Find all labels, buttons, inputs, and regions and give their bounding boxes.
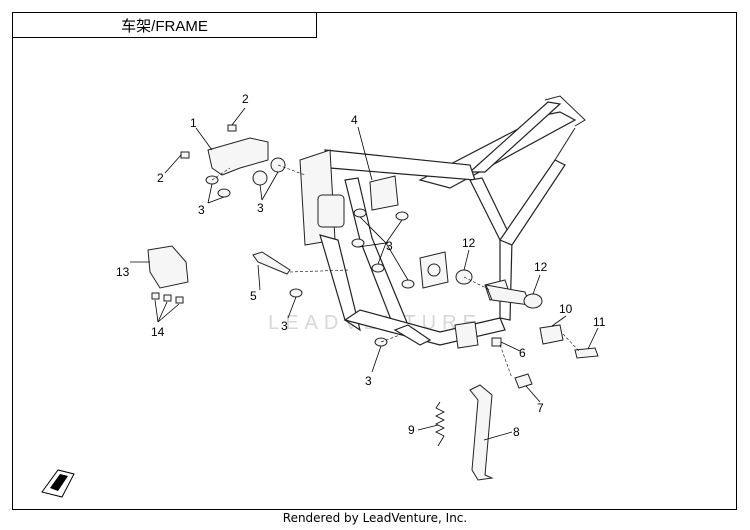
part-6-nut	[491, 337, 502, 347]
callout-3: 3	[257, 201, 264, 215]
callout-12: 12	[462, 236, 476, 250]
callout-5: 5	[250, 289, 257, 303]
callout-3: 3	[281, 319, 288, 333]
part-5-bolt	[252, 251, 291, 275]
part-8-side-stand	[469, 384, 494, 481]
part-12-cap	[523, 293, 543, 309]
callout-14: 14	[151, 325, 165, 339]
part-3-grommet-g	[351, 238, 365, 248]
frame-assembly	[299, 95, 586, 349]
callout-6: 6	[519, 346, 526, 360]
callout-4: 4	[351, 113, 358, 127]
callout-3: 3	[386, 239, 393, 253]
callout-10: 10	[559, 302, 573, 316]
callout-13: 13	[116, 265, 130, 279]
callout-9: 9	[408, 423, 415, 437]
part-10-pivot	[539, 324, 564, 345]
part-3-grommet-c	[252, 170, 268, 186]
part-2-bolt-b	[180, 151, 190, 159]
callout-8: 8	[513, 425, 520, 439]
part-3-grommet-h	[371, 263, 385, 273]
part-7-bolt	[514, 373, 533, 389]
part-3-grommet-j	[289, 288, 303, 298]
part-14-bolt-b	[163, 294, 172, 302]
callout-3: 3	[198, 203, 205, 217]
callout-11: 11	[593, 315, 606, 329]
part-14-bolt-c	[175, 296, 184, 304]
part-3-grommet-f	[395, 211, 409, 221]
part-1-bracket	[207, 137, 269, 176]
part-13-bracket	[147, 245, 189, 289]
callout-7: 7	[537, 401, 544, 415]
callout-2: 2	[242, 92, 249, 106]
callout-2: 2	[157, 171, 164, 185]
part-14-bolt-a	[151, 292, 160, 300]
part-3-grommet-b	[217, 188, 231, 198]
callout-1: 1	[190, 116, 197, 130]
frame-border	[12, 12, 737, 510]
footer-credit: Rendered by LeadVenture, Inc.	[282, 511, 468, 525]
part-9-spring	[435, 401, 445, 447]
leader-lines	[130, 107, 599, 441]
page-title: 车架/FRAME	[12, 12, 317, 38]
orientation-icon	[41, 469, 75, 498]
callout-3: 3	[365, 374, 372, 388]
part-3-grommet-e	[353, 208, 367, 218]
assembly-lines	[211, 164, 581, 379]
part-11-bolt	[574, 347, 599, 359]
callout-labels: 1 2 2 3 3 3 3 3 4 5 6 7 8 9 10 11 12 12 …	[116, 92, 606, 439]
part-3-grommet-i	[401, 279, 415, 289]
part-2-bolt-a	[227, 124, 237, 132]
callout-12: 12	[534, 260, 548, 274]
